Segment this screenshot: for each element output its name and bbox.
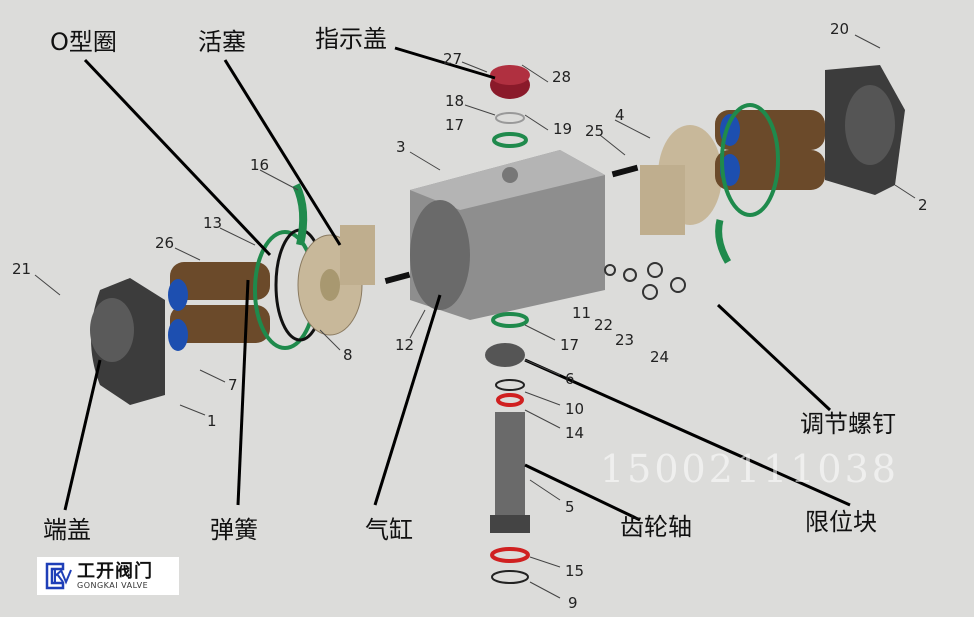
part-number: 10 <box>565 400 584 418</box>
pin <box>384 271 411 285</box>
part-number: 1 <box>207 412 217 430</box>
left-end-cap <box>90 278 165 405</box>
right-piston <box>640 125 722 235</box>
company-logo: 工开阀门 GONGKAI VALVE <box>37 557 179 595</box>
part-number: 15 <box>565 562 584 580</box>
washer-9 <box>491 570 529 584</box>
label-piston: 活塞 <box>198 28 246 56</box>
part-number: 9 <box>568 594 578 612</box>
leader-lines <box>63 46 851 522</box>
kv-logo-icon <box>45 562 72 590</box>
logo-name-en: GONGKAI VALVE <box>77 580 149 590</box>
label-indicator-cover: 指示盖 <box>315 25 387 53</box>
part-number: 22 <box>594 316 613 334</box>
o-ring-right <box>720 103 780 217</box>
small-washers <box>604 262 686 300</box>
part-number: 20 <box>830 20 849 38</box>
label-o-ring: O型圈 <box>50 28 117 56</box>
part-number: 3 <box>396 138 406 156</box>
part-number: 28 <box>552 68 571 86</box>
part-number: 17 <box>560 336 579 354</box>
part-number: 27 <box>443 50 462 68</box>
part-number: 21 <box>12 260 31 278</box>
logo-name-cn: 工开阀门 <box>77 560 153 582</box>
part-number: 17 <box>445 116 464 134</box>
cylinder-body <box>410 150 605 320</box>
limit-block <box>485 343 525 367</box>
part-number: 14 <box>565 424 584 442</box>
part-number: 6 <box>565 370 575 388</box>
part-leader-lines <box>34 34 916 599</box>
pin <box>611 164 639 178</box>
part-number: 11 <box>572 304 591 322</box>
part-number: 26 <box>155 234 174 252</box>
part-number: 7 <box>228 376 238 394</box>
part-numbers: 27 28 18 19 17 3 25 4 20 2 16 13 26 21 8… <box>12 20 928 612</box>
label-cylinder: 气缸 <box>365 516 413 544</box>
guide-band-16 <box>292 183 308 246</box>
part-number: 12 <box>395 336 414 354</box>
part-number: 25 <box>585 122 604 140</box>
o-ring-17-top <box>492 132 528 148</box>
guide-band-right <box>715 219 732 264</box>
o-ring-14 <box>496 393 524 407</box>
label-spring: 弹簧 <box>210 516 258 544</box>
part-number: 24 <box>650 348 669 366</box>
part-number: 2 <box>918 196 928 214</box>
o-ring-15 <box>490 547 530 563</box>
right-end-cap <box>825 65 905 195</box>
washer-10 <box>495 379 525 391</box>
indicator-cover <box>490 65 530 99</box>
part-number: 18 <box>445 92 464 110</box>
o-ring-17-bottom <box>491 312 529 328</box>
part-number: 13 <box>203 214 222 232</box>
gear-shaft <box>490 412 530 533</box>
washer-18 <box>495 112 525 124</box>
label-gear-shaft: 齿轮轴 <box>620 513 692 541</box>
label-end-cap: 端盖 <box>43 516 91 544</box>
part-number: 19 <box>553 120 572 138</box>
watermark: 15002111038 <box>600 447 899 491</box>
label-limit-block: 限位块 <box>805 508 877 536</box>
left-piston <box>297 225 375 336</box>
part-number: 16 <box>250 156 269 174</box>
part-number: 5 <box>565 498 575 516</box>
label-adjust-screw: 调节螺钉 <box>800 410 896 438</box>
part-number: 4 <box>615 106 625 124</box>
right-springs <box>715 110 825 190</box>
part-number: 8 <box>343 346 353 364</box>
part-number: 23 <box>615 331 634 349</box>
